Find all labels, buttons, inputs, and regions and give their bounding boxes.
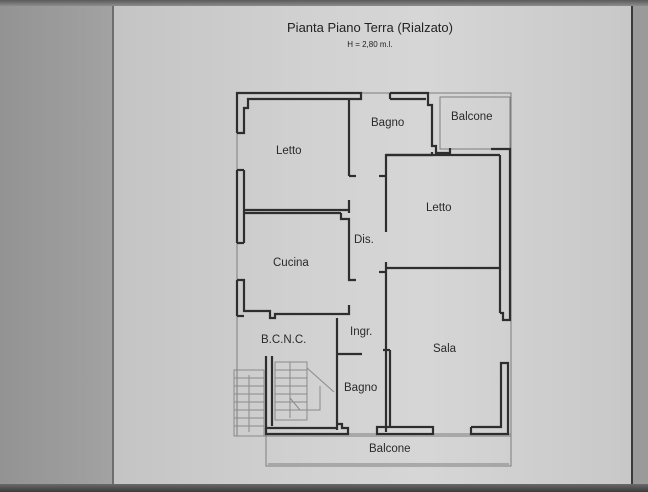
right-panel [633, 6, 648, 492]
right-edge [631, 6, 633, 492]
photo-bottom-edge [0, 484, 648, 492]
panel-divider [112, 6, 114, 492]
wall-bottom-mid [375, 425, 435, 436]
room-label-dis: Dis. [354, 234, 374, 246]
staircase [233, 361, 335, 437]
room-label-cucina: Cucina [273, 257, 309, 269]
room-label-sala: Sala [433, 343, 457, 355]
wall-bagno-right [390, 91, 452, 155]
room-label-bagno-2: Bagno [344, 382, 378, 394]
balcone-top-outline [439, 96, 511, 150]
room-label-balcone-top: Balcone [451, 111, 493, 123]
wall-top-left [235, 91, 363, 135]
floor-plan-screen [114, 6, 631, 484]
room-label-ingr: Ingr. [350, 326, 373, 338]
plan-title: Pianta Piano Terra (Rialzato) [287, 20, 453, 35]
photo-top-edge [0, 0, 648, 6]
plan-subtitle: H = 2,80 m.l. [347, 40, 393, 49]
room-label-letto-1: Letto [276, 145, 302, 157]
wall-bottom-right [469, 361, 510, 436]
room-label-bcnc: B.C.N.C. [261, 334, 307, 346]
room-label-balcone-bottom: Balcone [369, 443, 411, 455]
wall-right [491, 147, 512, 322]
room-label-bagno-1: Bagno [371, 117, 405, 129]
left-panel [0, 6, 112, 492]
room-label-letto-2: Letto [426, 202, 452, 214]
